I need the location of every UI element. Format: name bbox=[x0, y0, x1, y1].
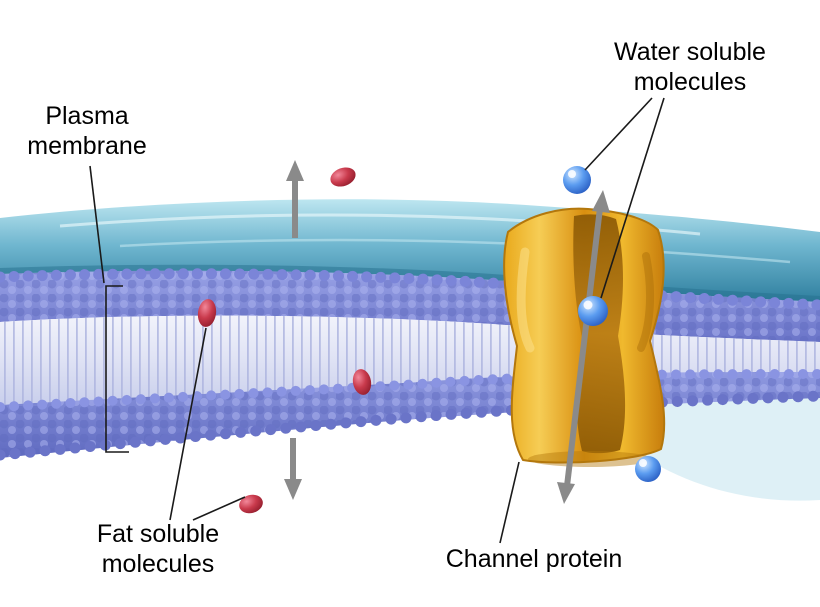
water-front-edge bbox=[0, 264, 820, 304]
fat-molecule bbox=[352, 369, 372, 395]
channel-protein-right-shade bbox=[637, 252, 654, 352]
pointer-lines bbox=[89, 97, 665, 544]
plasma-membrane-pointer-line bbox=[89, 165, 105, 284]
channel-protein-bottom-shadow bbox=[528, 451, 652, 467]
diffusion-down-arrow bbox=[284, 438, 302, 500]
channel-protein-left-highlight bbox=[516, 247, 535, 353]
plasma-membrane-label: Plasma membrane bbox=[27, 102, 147, 160]
channel-protein-label: Channel protein bbox=[445, 545, 623, 573]
channel-transport-arrow bbox=[557, 190, 610, 504]
water-molecule bbox=[563, 166, 591, 194]
lipid-heads-top-beads bbox=[0, 268, 820, 311]
water-soluble-molecules bbox=[563, 166, 661, 482]
plasma-membrane-bracket bbox=[105, 285, 129, 453]
fat-molecule bbox=[197, 299, 217, 327]
fat-soluble-molecules-label: Fat soluble molecules bbox=[96, 520, 220, 578]
lipid-heads-bottom-beads-edge bbox=[0, 390, 820, 461]
water-soluble-pointer-line-2 bbox=[600, 97, 665, 299]
fat-molecule bbox=[330, 167, 356, 187]
fat-molecule bbox=[239, 494, 263, 514]
water-soluble-molecules-label: Water soluble molecules bbox=[614, 38, 766, 96]
fat-soluble-pointer-line-1 bbox=[169, 327, 207, 521]
transport-arrows bbox=[284, 160, 610, 504]
water-molecule bbox=[635, 456, 661, 482]
lipid-heads-bottom-beads-top bbox=[0, 369, 820, 412]
channel-protein-pointer-line bbox=[499, 461, 520, 544]
fat-soluble-pointer-line-2 bbox=[192, 496, 246, 521]
fat-soluble-molecules bbox=[197, 167, 372, 514]
channel-protein-pore bbox=[573, 214, 626, 454]
diffusion-up-arrow bbox=[286, 160, 304, 238]
water-soluble-pointer-line-1 bbox=[584, 97, 653, 171]
water-molecule bbox=[578, 296, 608, 326]
